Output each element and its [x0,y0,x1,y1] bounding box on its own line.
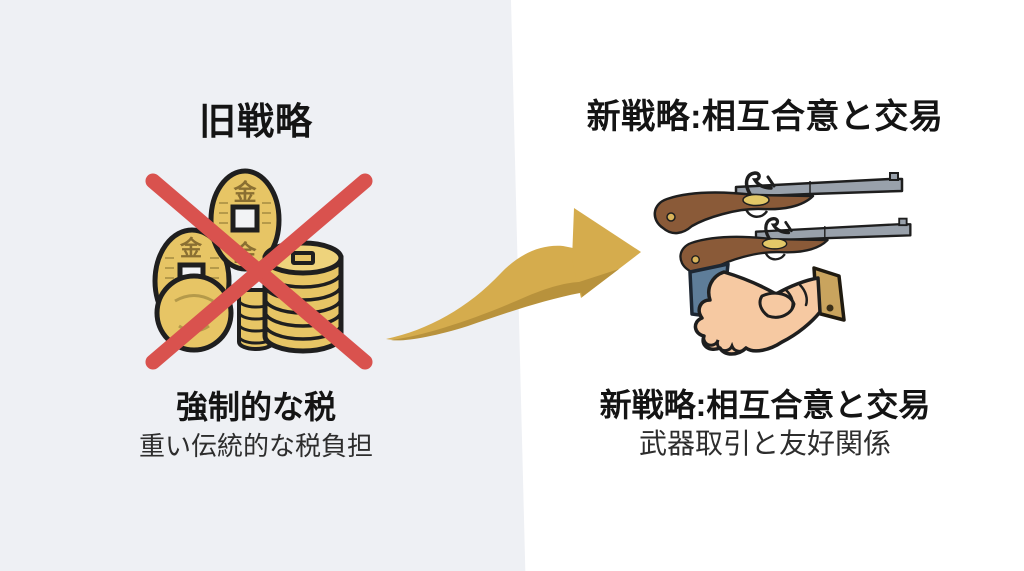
transition-arrow-icon [386,208,641,341]
thumb [758,291,796,319]
coins-crossed-icon: 金 金 金 [145,168,373,370]
red-cross-icon [145,173,373,370]
clasped-hands [693,270,822,356]
new-strategy-subcaption: 武器取引と友好関係 [638,428,891,459]
old-strategy-caption: 強制的な税 [175,389,336,425]
handshake-icon [688,262,846,356]
coin-kanji: 金 [179,236,203,261]
round-coin [154,273,234,353]
new-strategy-caption: 新戦略:相互合意と交易 [599,387,931,423]
new-strategy-title: 新戦略:相互合意と交易 [586,98,944,136]
old-strategy-title: 旧戦略 [199,101,313,142]
old-strategy-subcaption: 重い伝統的な税負担 [138,431,373,461]
coin-kanji: 金 [233,179,258,205]
